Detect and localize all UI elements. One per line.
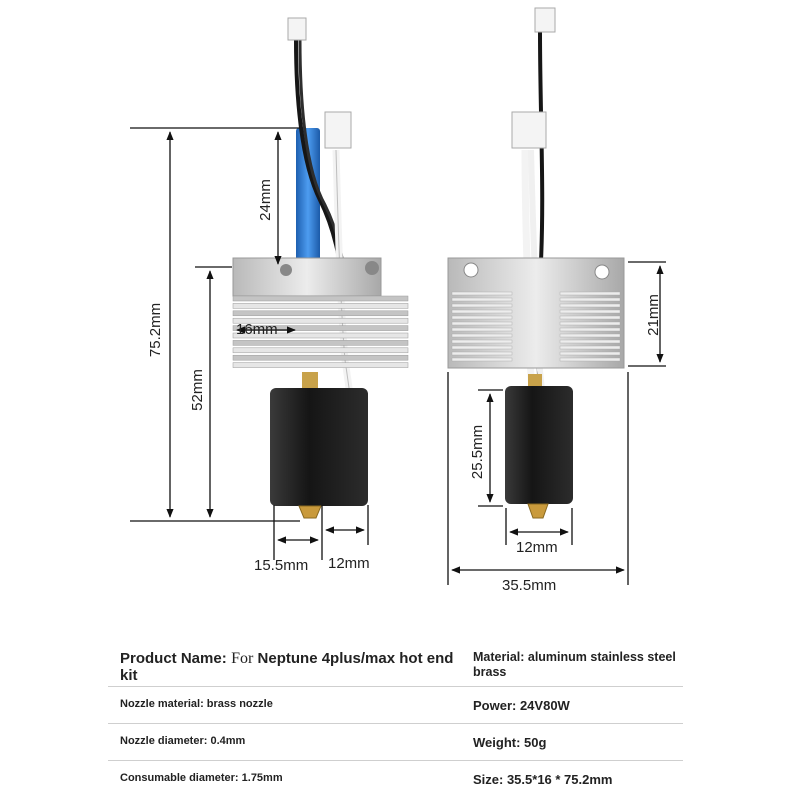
heatsink-fin bbox=[451, 339, 513, 344]
spec-weight: Weight: 50g bbox=[473, 735, 547, 750]
spec-table: Product Name: For Neptune 4plus/max hot … bbox=[108, 636, 683, 797]
dim-block-width-right: 12mm bbox=[516, 539, 558, 556]
nozzle bbox=[527, 503, 549, 519]
heatsink-mount bbox=[232, 257, 382, 297]
heatsink-fin bbox=[559, 345, 621, 350]
heatsink-fin bbox=[232, 332, 409, 339]
right-hotend bbox=[447, 7, 625, 519]
connector-mid bbox=[324, 111, 352, 149]
dim-block-height: 25.5mm bbox=[469, 425, 486, 479]
spec-nozzle-diameter: Nozzle diameter: 0.4mm bbox=[120, 735, 246, 747]
dim-upper-length: 24mm bbox=[257, 179, 274, 221]
product-name: Product Name: For Neptune 4plus/max hot … bbox=[120, 650, 460, 684]
heatsink-fin bbox=[451, 345, 513, 350]
spec-consumable-diameter: Consumable diameter: 1.75mm bbox=[120, 772, 283, 784]
heatsink-fin bbox=[232, 362, 409, 368]
heatsink-fin bbox=[559, 327, 621, 332]
nozzle bbox=[298, 505, 322, 519]
mount-hole-right bbox=[594, 264, 610, 280]
heatsink-fin bbox=[559, 309, 621, 314]
mount-hole-right bbox=[365, 261, 379, 275]
heatsink-fin bbox=[451, 309, 513, 314]
spec-row-nozzle-material: Nozzle material: brass nozzle Power: 24V… bbox=[108, 687, 683, 724]
mount-hole-left bbox=[280, 264, 292, 276]
heatsink-fin bbox=[559, 321, 621, 326]
heatsink-fins bbox=[232, 295, 409, 368]
hotend-diagram: 75.2mm 24mm 52mm 16mm 15.5mm 12mm 21mm 2… bbox=[130, 7, 666, 594]
heatbreak bbox=[302, 372, 318, 390]
heatsink-fin bbox=[451, 357, 513, 362]
heatsink-fin bbox=[451, 297, 513, 302]
heatsink-fin bbox=[232, 354, 409, 361]
heatsink-fin bbox=[451, 315, 513, 320]
heatsink-fin bbox=[232, 317, 409, 324]
dim-heatsink-height: 21mm bbox=[645, 294, 662, 336]
spec-row-nozzle-diameter: Nozzle diameter: 0.4mm Weight: 50g bbox=[108, 724, 683, 761]
heatsink-fin bbox=[559, 315, 621, 320]
heatsink-fin bbox=[232, 325, 409, 331]
heatsink-fin bbox=[451, 327, 513, 332]
heatsink-fin bbox=[232, 303, 409, 309]
heatsink-fin bbox=[559, 303, 621, 308]
dimension-lines bbox=[130, 127, 666, 585]
spec-row-product: Product Name: For Neptune 4plus/max hot … bbox=[108, 636, 683, 687]
throat-tube bbox=[296, 128, 320, 268]
heatsink-fin bbox=[451, 291, 513, 296]
heatsink-fin bbox=[559, 351, 621, 356]
heatsink-fin bbox=[232, 310, 409, 317]
connector-top bbox=[287, 17, 307, 41]
heatsink-fin bbox=[451, 333, 513, 338]
heatsink-fin bbox=[559, 339, 621, 344]
product-name-value: Neptune 4plus/max hot end kit bbox=[120, 650, 454, 684]
heater-block bbox=[505, 386, 573, 504]
dim-lower-height: 52mm bbox=[189, 369, 206, 411]
dim-total-height: 75.2mm bbox=[147, 303, 164, 357]
connector-mid bbox=[511, 111, 547, 149]
mount-hole-left bbox=[463, 262, 479, 278]
spec-power: Power: 24V80W bbox=[473, 698, 570, 713]
heatsink-fin bbox=[451, 303, 513, 308]
spec-material: Material: aluminum stainless steel brass bbox=[473, 650, 676, 679]
heatsink-fin bbox=[451, 351, 513, 356]
spec-size: Size: 35.5*16 * 75.2mm bbox=[473, 772, 613, 787]
heatsink-fin bbox=[232, 347, 409, 354]
heatsink-fin bbox=[451, 321, 513, 326]
connector-top bbox=[534, 7, 556, 33]
product-name-label: Product Name: bbox=[120, 650, 227, 667]
heatsink-fin bbox=[232, 340, 409, 346]
heatsink-fin bbox=[559, 297, 621, 302]
spec-nozzle-material: Nozzle material: brass nozzle bbox=[120, 698, 273, 710]
heatsink-fin bbox=[232, 295, 409, 302]
heatsink-fin bbox=[559, 333, 621, 338]
dim-heatsink-width: 16mm bbox=[236, 321, 278, 338]
dim-block-width-left: 12mm bbox=[328, 555, 370, 572]
product-name-prefix: For bbox=[231, 650, 254, 667]
spec-row-consumable: Consumable diameter: 1.75mm Size: 35.5*1… bbox=[108, 761, 683, 797]
heatsink-fin bbox=[559, 357, 621, 362]
dim-nozzle-offset: 15.5mm bbox=[254, 557, 308, 574]
heater-block bbox=[270, 388, 368, 506]
heatsink-fin bbox=[559, 291, 621, 296]
dim-overall-width: 35.5mm bbox=[502, 577, 556, 594]
heatsink-fins bbox=[451, 291, 621, 362]
left-hotend bbox=[232, 17, 409, 519]
